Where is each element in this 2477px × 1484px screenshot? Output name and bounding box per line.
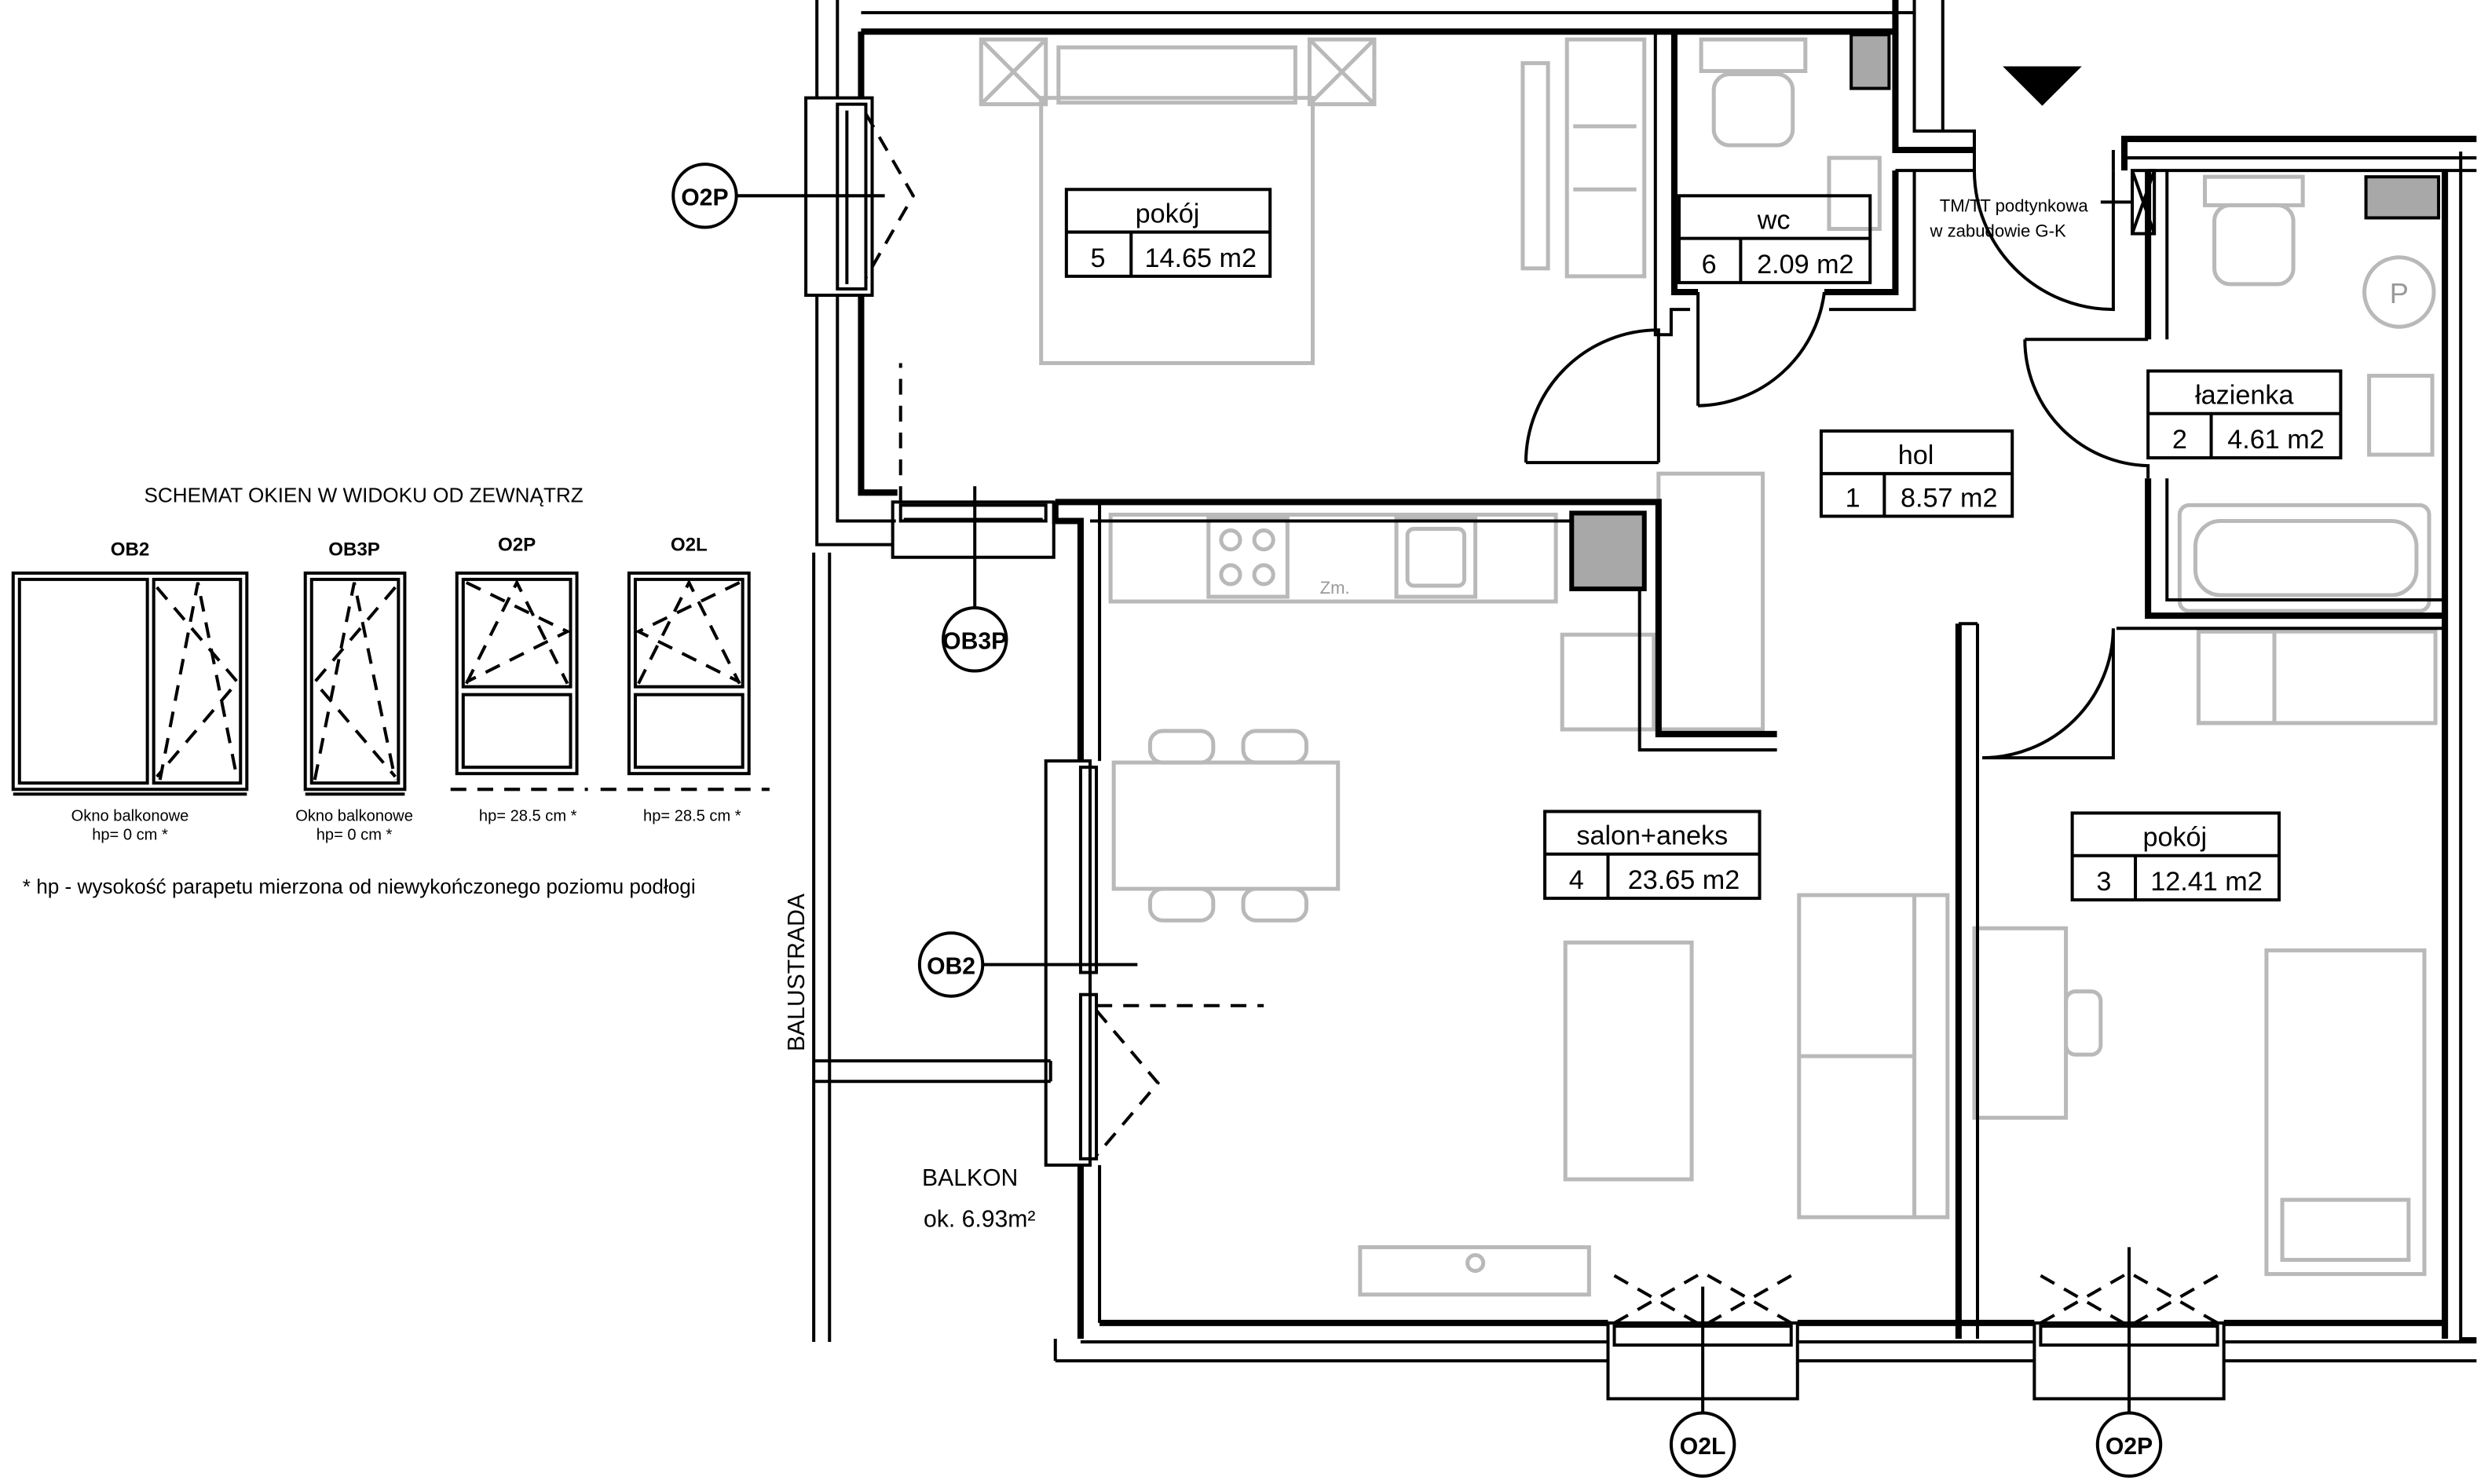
desk (1972, 926, 2069, 1120)
furniture: Zm. P (979, 37, 2438, 1297)
cooktop-icon (1206, 515, 1290, 599)
schema-title: SCHEMAT OKIEN W WIDOKU OD ZEWNĄTRZ (144, 483, 583, 506)
bed-icon (1039, 96, 1315, 365)
schema-window-o2p (450, 571, 588, 791)
room-number: 2 (2172, 425, 2187, 455)
room-area: 23.65 m2 (1628, 865, 1740, 895)
room-name: wc (1757, 206, 1791, 236)
schema-note-ob3p-line2: hp= 0 cm * (316, 827, 393, 844)
boiler-label: P (2390, 277, 2409, 309)
schema-window-ob2 (11, 571, 249, 796)
room-label-hol-1: hol 1 8.57 m2 (1819, 429, 2014, 518)
schema-window-ob3p (303, 571, 407, 796)
schema-code-o2p: O2P (498, 535, 536, 556)
room-name: pokój (2142, 823, 2207, 853)
schema-footnote: * hp - wysokość parapetu mierzona od nie… (23, 875, 696, 898)
schema-note-ob2-line1: Okno balkonowe (71, 808, 189, 825)
room-area: 8.57 m2 (1901, 483, 1997, 513)
coffee-table (1563, 940, 1694, 1182)
room-label-pokoj-3: pokój 3 12.41 m2 (2070, 811, 2281, 902)
schema-note-o2l: hp= 28.5 cm * (643, 808, 741, 825)
svg-text:O2P: O2P (681, 185, 728, 210)
schema-code-ob3p: OB3P (328, 539, 380, 561)
room-number: 1 (1846, 483, 1860, 513)
window-tag-o2l: O2L (1669, 1286, 1736, 1478)
room-label-lazienka-2: łazienka 2 4.61 m2 (2146, 369, 2343, 460)
room-area: 4.61 m2 (2227, 425, 2324, 455)
balustrade-label: BALUSTRADA (784, 893, 810, 1051)
bath-sink-icon (2367, 374, 2435, 457)
svg-text:OB3P: OB3P (942, 628, 1007, 654)
room-area: 2.09 m2 (1757, 250, 1853, 280)
room-area: 14.65 m2 (1145, 243, 1257, 273)
fridge-label: Zm. (1320, 578, 1350, 598)
openings (891, 170, 2226, 1401)
room-label-salon-4: salon+aneks 4 23.65 m2 (1543, 810, 1762, 901)
entrance-arrow-icon (2003, 66, 2082, 106)
room-label-wc-6: wc 6 2.09 m2 (1677, 194, 1872, 284)
schema-window-o2l (600, 571, 770, 791)
window-tag-o2p-left: O2P (671, 163, 885, 229)
bed-icon-2 (2264, 948, 2427, 1277)
svg-text:O2P: O2P (2106, 1434, 2153, 1460)
room-number: 6 (1702, 250, 1717, 280)
tm-note-line1: TM/TT podtynkowa (1940, 196, 2089, 215)
balcony-area: ok. 6.93m² (924, 1206, 1035, 1232)
room-number: 4 (1569, 865, 1584, 895)
kitchen-sink-icon (1394, 515, 1478, 599)
room-area: 12.41 m2 (2150, 867, 2262, 897)
schema-note-o2p: hp= 28.5 cm * (479, 808, 577, 825)
room-name: hol (1898, 440, 1934, 470)
boiler-icon (2362, 255, 2436, 329)
window-schema-legend: SCHEMAT OKIEN W WIDOKU OD ZEWNĄTRZ OB2 O… (11, 483, 770, 898)
window-tag-ob3p: OB3P (942, 486, 1008, 673)
toilet-icon (1711, 71, 1795, 148)
room-name: łazienka (2195, 381, 2293, 411)
schema-code-ob2: OB2 (111, 539, 150, 561)
balcony-name: BALKON (922, 1165, 1018, 1191)
schema-code-o2l: O2L (671, 535, 708, 556)
svg-text:O2L: O2L (1680, 1434, 1726, 1460)
sink-icon (1827, 155, 1882, 232)
walls (804, 0, 2477, 1363)
schema-note-ob2-line2: hp= 0 cm * (92, 827, 168, 844)
tm-note-line2: w zabudowie G-K (1929, 221, 2066, 241)
room-name: pokój (1136, 199, 1200, 229)
window-tag-ob2: OB2 (917, 931, 1138, 998)
window-tag-o2p-bottom: O2P (2095, 1247, 2163, 1478)
room-name: salon+aneks (1576, 821, 1728, 851)
svg-text:OB2: OB2 (927, 954, 975, 980)
tv-unit (1358, 1245, 1591, 1297)
room-number: 5 (1091, 243, 1106, 273)
room-label-pokoj-5: pokój 5 14.65 m2 (1064, 188, 1272, 278)
room-number: 3 (2096, 867, 2111, 897)
schema-note-ob3p-line1: Okno balkonowe (295, 808, 413, 825)
bathtub-icon (2177, 503, 2431, 613)
dining-table (1111, 760, 1341, 891)
